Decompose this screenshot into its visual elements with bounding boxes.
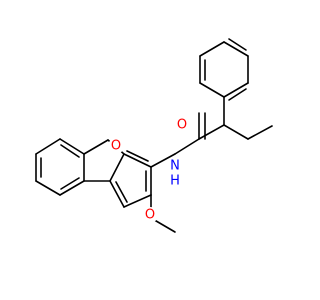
label-backdrop bbox=[174, 117, 190, 133]
label-backdrop bbox=[142, 207, 158, 223]
bond bbox=[223, 82, 249, 98]
bond bbox=[35, 138, 61, 155]
bond bbox=[60, 177, 80, 190]
bond bbox=[150, 153, 176, 168]
methoxy-oxygen-symbol: O bbox=[145, 208, 155, 223]
amide-hydrogen-symbol: H bbox=[170, 174, 180, 189]
bond bbox=[123, 153, 152, 168]
bond bbox=[223, 124, 249, 140]
ring-oxygen-symbol: O bbox=[111, 139, 121, 154]
bond bbox=[59, 138, 85, 155]
bond bbox=[109, 153, 125, 182]
bond bbox=[83, 139, 109, 155]
bond bbox=[115, 181, 128, 203]
bond bbox=[35, 180, 61, 196]
structure-canvas: O O O N H bbox=[35, 38, 273, 233]
bond bbox=[109, 180, 125, 208]
bond bbox=[199, 41, 225, 57]
label-backdrop bbox=[108, 138, 124, 154]
bond bbox=[123, 194, 152, 208]
amide-nitrogen-atom: N H bbox=[168, 159, 182, 190]
carbonyl-oxygen-symbol: O bbox=[177, 118, 187, 133]
bonds bbox=[35, 38, 273, 233]
bond bbox=[126, 150, 149, 162]
bond bbox=[60, 144, 80, 158]
bond bbox=[223, 41, 249, 57]
label-backdrop bbox=[168, 160, 182, 190]
bond bbox=[198, 124, 225, 140]
methoxy-oxygen-atom: O bbox=[142, 207, 158, 223]
bond bbox=[59, 180, 85, 196]
bond bbox=[228, 38, 247, 51]
amide-nitrogen-symbol: N bbox=[170, 159, 180, 174]
bond bbox=[174, 138, 200, 155]
atom-labels: O O O N H bbox=[108, 117, 190, 223]
bond bbox=[247, 125, 273, 140]
molecule-diagram: O O O N H bbox=[35, 38, 273, 233]
carbonyl-oxygen-atom: O bbox=[174, 117, 190, 133]
ring-oxygen-atom: O bbox=[108, 138, 124, 154]
bond bbox=[228, 88, 247, 101]
bond bbox=[199, 82, 225, 98]
